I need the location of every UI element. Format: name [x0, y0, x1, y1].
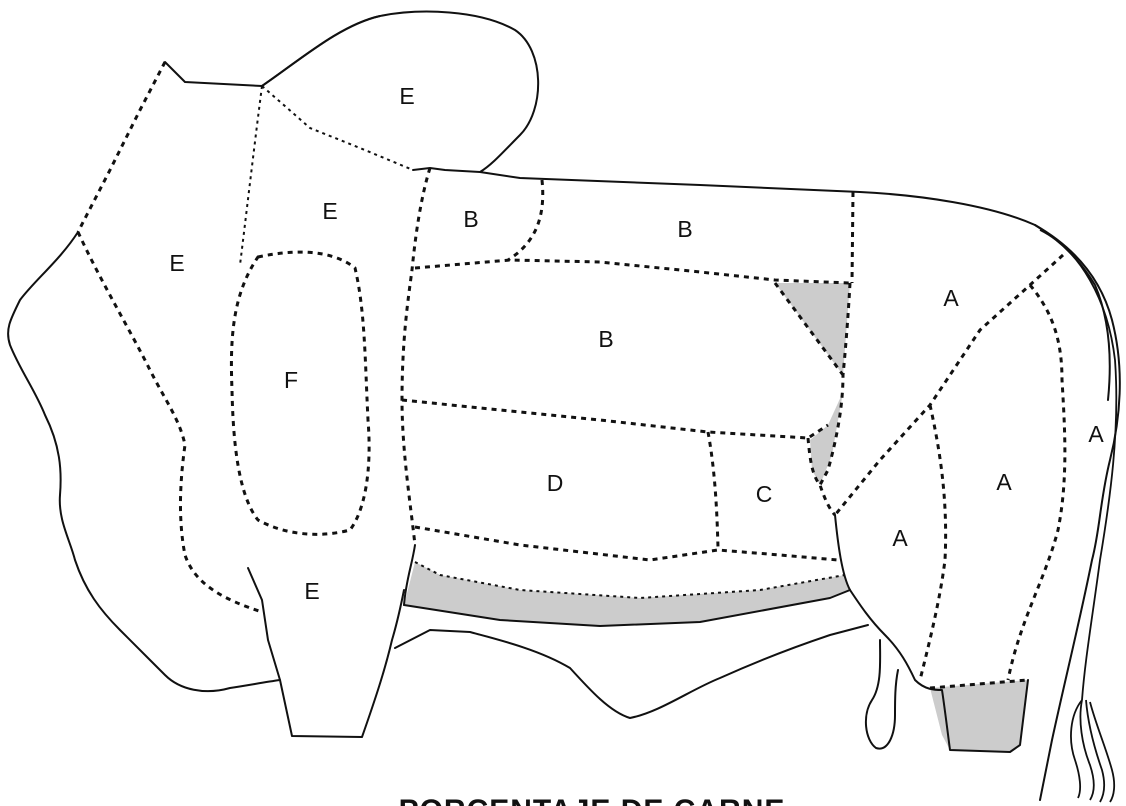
region-label-a-round-back: A	[1088, 421, 1104, 447]
region-label-e-head: E	[169, 250, 184, 276]
region-label-c-flank: C	[756, 481, 773, 507]
neck-back-outline	[413, 168, 480, 172]
cut-plate-bottom	[415, 527, 838, 560]
region-label-a-thigh-outer: A	[996, 469, 1012, 495]
cut-round-outer	[1008, 285, 1065, 680]
cut-chuck-oval	[231, 252, 369, 534]
rear-leg-back-outline	[1035, 225, 1110, 400]
foreleg-outline	[248, 568, 404, 737]
front-face-outline	[8, 232, 280, 691]
region-label-b-rib-upper: B	[463, 206, 478, 232]
cut-loin-rump	[852, 192, 853, 283]
head-top	[262, 16, 380, 86]
body-outline	[165, 12, 1120, 800]
region-label-f-chuck: F	[284, 367, 298, 393]
region-label-d-plate: D	[547, 470, 564, 496]
cut-head-neck	[78, 62, 165, 232]
region-label-e-hump: E	[399, 83, 414, 109]
region-label-a-thigh-inner: A	[892, 525, 908, 551]
tail	[1040, 230, 1116, 802]
cut-hump-base	[262, 86, 413, 170]
region-label-b-rib-mid: B	[598, 326, 613, 352]
cut-b-d	[402, 400, 828, 438]
region-label-b-loin: B	[677, 216, 692, 242]
diagram-caption: PORCENTAJE DE CARNE	[399, 794, 786, 806]
udder-outline	[866, 640, 898, 749]
cut-round-inner	[920, 405, 946, 680]
cut-rib-top	[415, 260, 850, 283]
region-label-e-foreleg: E	[304, 578, 319, 604]
underbelly-outline	[395, 625, 868, 718]
shaded-flank-top	[775, 283, 850, 375]
cut-d-c	[708, 432, 718, 548]
cut-head-front	[240, 86, 262, 265]
region-label-a-rump: A	[943, 285, 959, 311]
cut-shoulder-rib	[402, 168, 430, 545]
region-label-e-neck: E	[322, 198, 337, 224]
cut-b-divider	[508, 180, 543, 260]
